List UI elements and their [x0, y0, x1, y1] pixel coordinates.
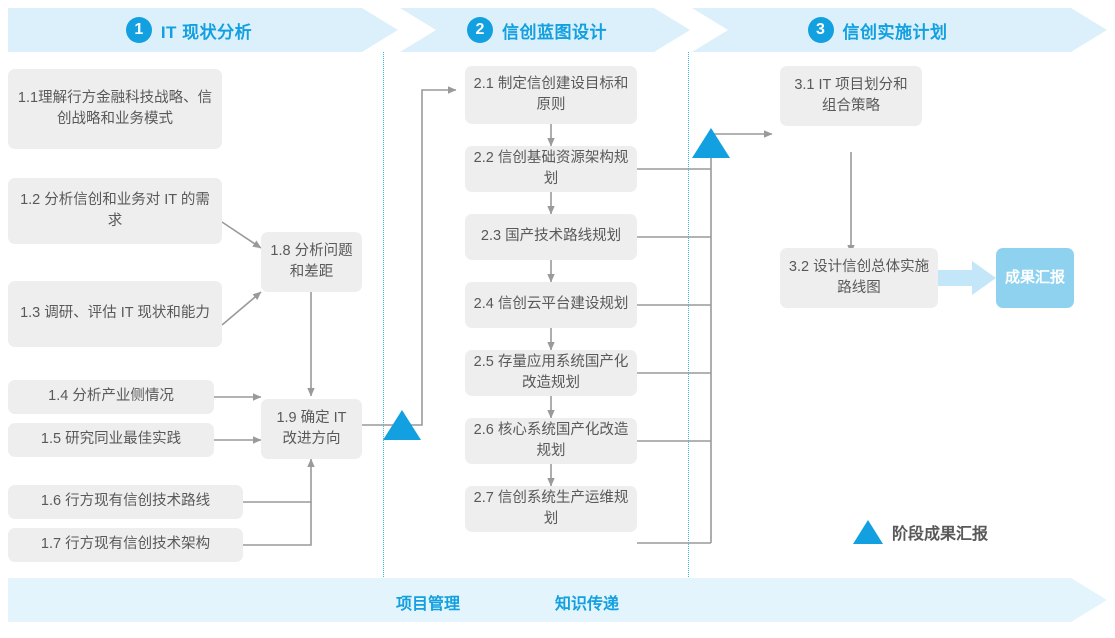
- task-box-2-5[interactable]: 2.5 存量应用系统国产化改造规划: [465, 350, 637, 396]
- phase-title-1: IT 现状分析: [160, 22, 253, 42]
- milestone-triangle-phase2: [692, 128, 730, 158]
- phase-title-2: 信创蓝图设计: [502, 22, 607, 42]
- task-box-1-3[interactable]: 1.3 调研、评估 IT 现状和能力: [8, 281, 222, 347]
- result-badge[interactable]: 成果汇报: [996, 248, 1074, 308]
- task-box-2-4[interactable]: 2.4 信创云平台建设规划: [465, 282, 637, 328]
- phase-header-2: 2 信创蓝图设计: [400, 8, 690, 52]
- task-box-1-2[interactable]: 1.2 分析信创和业务对 IT 的需求: [8, 178, 222, 244]
- task-box-1-7[interactable]: 1.7 行方现有信创技术架构: [8, 528, 243, 562]
- phase-number-1: 1: [125, 17, 152, 43]
- task-box-3-2[interactable]: 3.2 设计信创总体实施路线图: [780, 248, 938, 308]
- task-box-1-8[interactable]: 1.8 分析问题和差距: [261, 232, 362, 292]
- phase-divider-2: [688, 52, 689, 579]
- task-box-2-3[interactable]: 2.3 国产技术路线规划: [465, 214, 637, 260]
- task-box-2-1[interactable]: 2.1 制定信创建设目标和原则: [465, 66, 637, 124]
- phase-title-3: 信创实施计划: [842, 22, 948, 42]
- task-box-1-6[interactable]: 1.6 行方现有信创技术路线: [8, 485, 243, 519]
- phase-number-3: 3: [807, 17, 834, 43]
- bottom-band: [8, 578, 1107, 622]
- legend-label: 阶段成果汇报: [892, 526, 989, 543]
- task-box-1-4[interactable]: 1.4 分析产业侧情况: [8, 380, 214, 414]
- task-box-1-9[interactable]: 1.9 确定 IT 改进方向: [261, 399, 362, 459]
- phase-header-3: 3 信创实施计划: [692, 8, 1107, 52]
- legend: 阶段成果汇报: [853, 520, 988, 544]
- milestone-triangle-phase1: [383, 410, 421, 440]
- task-box-2-2[interactable]: 2.2 信创基础资源架构规划: [465, 146, 637, 192]
- phase-divider-1: [383, 52, 384, 579]
- phase-number-2: 2: [467, 17, 493, 43]
- task-box-2-6[interactable]: 2.6 核心系统国产化改造规划: [465, 418, 637, 464]
- task-box-1-5[interactable]: 1.5 研究同业最佳实践: [8, 423, 214, 457]
- task-box-3-1[interactable]: 3.1 IT 项目划分和组合策略: [780, 66, 922, 126]
- milestone-triangle-icon: [853, 520, 883, 544]
- task-box-1-1[interactable]: 1.1理解行方金融科技战略、信创战略和业务模式: [8, 69, 222, 149]
- task-box-2-7[interactable]: 2.7 信创系统生产运维规划: [465, 486, 637, 532]
- result-arrow: [938, 261, 996, 295]
- bottom-label-project-management: 项目管理: [396, 596, 461, 613]
- bottom-label-knowledge-transfer: 知识传递: [555, 596, 620, 613]
- phase-header-1: 1 IT 现状分析: [8, 8, 398, 52]
